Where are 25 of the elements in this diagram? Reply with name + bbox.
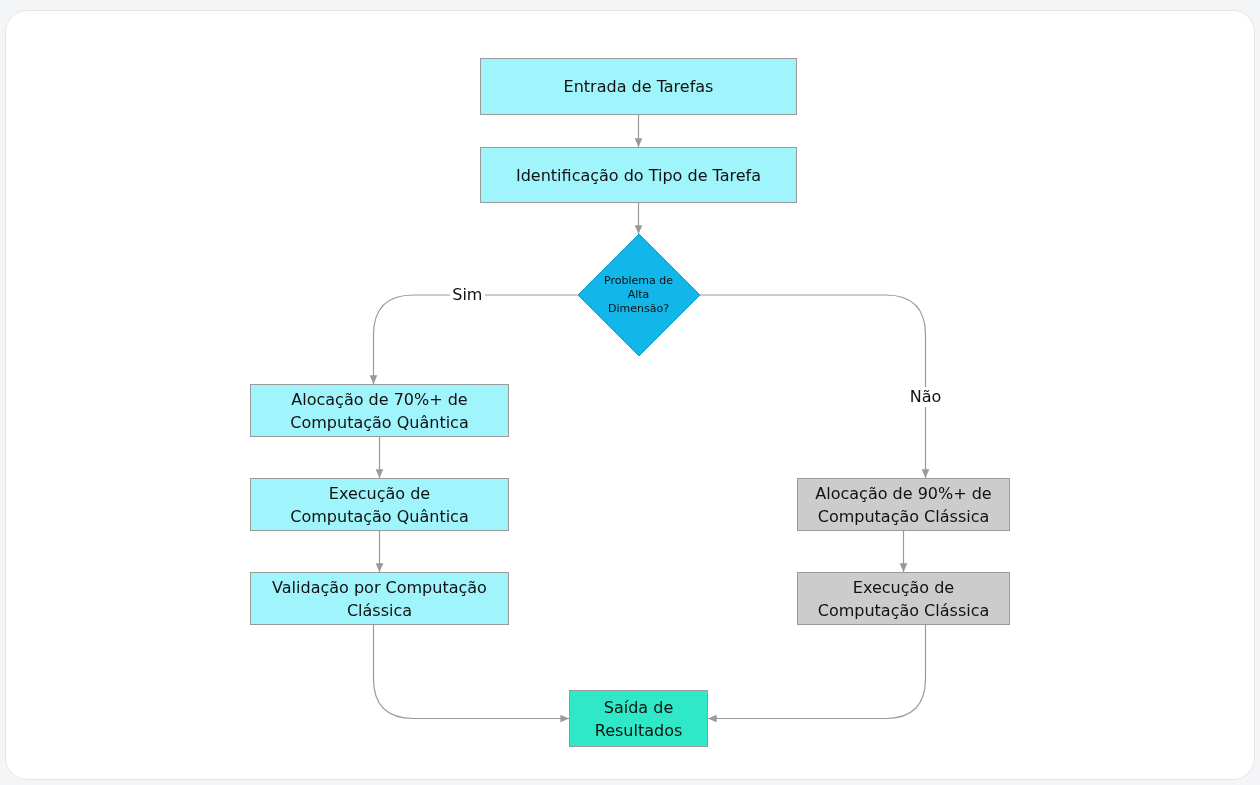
process-box bbox=[480, 58, 797, 115]
node-text: Validação por Computação Clássica bbox=[271, 576, 488, 622]
arrow bbox=[899, 530, 908, 573]
node-text: Execução de Computação Clássica bbox=[816, 576, 991, 622]
node-text: Alocação de 70%+ de Computação Quântica bbox=[289, 388, 470, 434]
process-box bbox=[797, 572, 1010, 625]
arrow bbox=[634, 202, 643, 235]
arrow bbox=[375, 436, 384, 479]
process-box bbox=[250, 478, 509, 531]
node-text: Saída de Resultados bbox=[593, 696, 684, 742]
node-text: Execução de Computação Quântica bbox=[289, 482, 470, 528]
node-text: Entrada de Tarefas bbox=[563, 76, 714, 98]
arrow bbox=[707, 624, 927, 723]
arrow bbox=[634, 114, 643, 148]
process-box bbox=[480, 147, 797, 203]
process-box bbox=[250, 572, 509, 625]
arrow bbox=[698, 294, 930, 479]
process-box bbox=[797, 478, 1010, 531]
node-text: Identificação do Tipo de Tarefa bbox=[515, 164, 761, 187]
node-text: Problema de Alta Dimensão? bbox=[603, 274, 674, 316]
arrow bbox=[375, 530, 384, 573]
process-box bbox=[569, 690, 708, 747]
process-box bbox=[250, 384, 509, 437]
node-text: Alocação de 90%+ de Computação Clássica bbox=[814, 482, 993, 528]
arrow bbox=[372, 624, 570, 723]
